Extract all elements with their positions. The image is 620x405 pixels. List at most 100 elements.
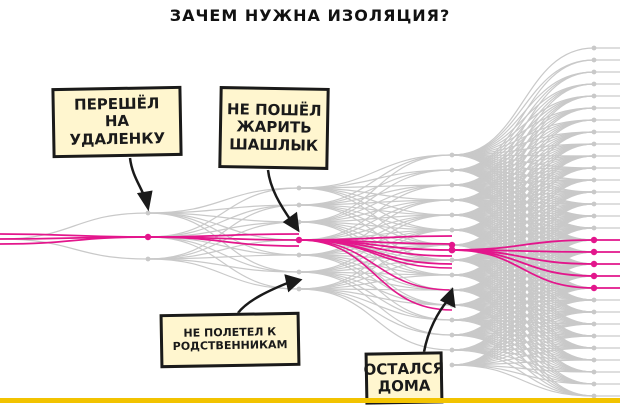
branch-node [591,93,597,99]
branch-node [449,212,455,218]
callout-arrow [237,280,291,314]
grey-branch [298,187,453,246]
branch-node [449,272,455,278]
grey-branch [451,311,595,366]
branch-node [591,297,597,303]
grey-branch [147,204,300,214]
branch-node [449,167,455,173]
branch-node [449,197,455,203]
arrow-head [439,287,456,309]
branch-node [591,105,597,111]
bottom-accent-bar [0,398,620,403]
grey-branch [298,229,453,290]
callout-arrow [422,299,449,353]
branch-node [591,345,597,351]
branch-node [449,332,455,338]
branch-node [591,213,597,219]
grey-branch [298,204,453,261]
branch-nodes [144,45,598,399]
branch-node [448,241,456,249]
branch-node [590,284,598,292]
grey-branch [298,154,453,206]
grey-branch [298,214,453,223]
branch-node [449,227,455,233]
magenta-branch [451,249,595,289]
branch-node [296,252,302,258]
grey-branch [298,169,453,223]
branch-node [296,286,302,292]
grey-branch [298,271,453,336]
branch-node [145,256,151,262]
branch-node [591,393,597,399]
branch-node [591,165,597,171]
branch-node [591,153,597,159]
grey-branch [298,154,453,223]
grey-branch [298,169,453,189]
branch-node [591,309,597,315]
branch-node [449,317,455,323]
branch-node [449,152,455,158]
branch-node [591,369,597,375]
magenta-branch [0,236,149,245]
callout-no-shashlik: НЕ ПОШЁЛ ЖАРИТЬ ШАШЛЫК [218,86,330,170]
magenta-branch [147,236,300,247]
callout-no-flight-to-relatives: НЕ ПОЛЕТЕЛ К РОДСТВЕННИКАМ [159,311,301,369]
grey-branch [451,319,595,397]
grey-branch [147,254,300,260]
grey-branch [147,212,300,273]
grey-branch [451,349,595,397]
grey-branch [298,221,453,291]
branch-node [296,185,302,191]
branch-node [591,321,597,327]
branch-node [448,246,456,254]
branch-node [296,202,302,208]
callout-remote-work: ПЕРЕШЁЛ НА УДАЛЕНКУ [51,85,183,159]
branch-node [591,333,597,339]
grey-branch [298,184,453,241]
grey-branch [451,364,595,397]
grey-branch [298,274,453,290]
diagram-title: ЗАЧЕМ НУЖНА ИЗОЛЯЦИЯ? [169,6,451,25]
branch-node [591,225,597,231]
branch-node [590,248,598,256]
branch-node [295,236,303,244]
grey-branch [147,204,300,260]
branch-node [591,45,597,51]
grey-branch [298,244,453,290]
arrow-head [282,211,300,233]
grey-branch [298,288,453,351]
branch-node [591,117,597,123]
branch-node [591,189,597,195]
grey-branch [451,334,595,397]
magenta-branch [298,239,453,311]
branch-node [591,69,597,75]
grey-branch [147,187,300,214]
branch-node [591,177,597,183]
grey-branch [147,212,300,223]
grey-branch [0,212,149,240]
branch-node [591,357,597,363]
grey-branch [147,221,300,260]
arrow-head [136,190,153,212]
arrow-head [284,274,303,293]
branch-node [590,236,598,244]
branch-node [449,257,455,263]
grey-branch [298,199,453,256]
branch-node [591,57,597,63]
callout-stayed-home: ОСТАЛСЯ ДОМА [363,351,444,405]
branch-node [145,210,151,216]
branch-node [449,182,455,188]
branch-node [590,260,598,268]
branch-node [591,201,597,207]
branch-node [144,233,152,241]
grey-branch [298,254,453,321]
grey-branch [147,204,300,238]
branch-node [449,362,455,368]
callout-arrows [128,157,456,353]
grey-branch [0,238,149,260]
branch-node [296,269,302,275]
branch-node [591,381,597,387]
callout-arrow [266,169,294,223]
branch-node [449,347,455,353]
